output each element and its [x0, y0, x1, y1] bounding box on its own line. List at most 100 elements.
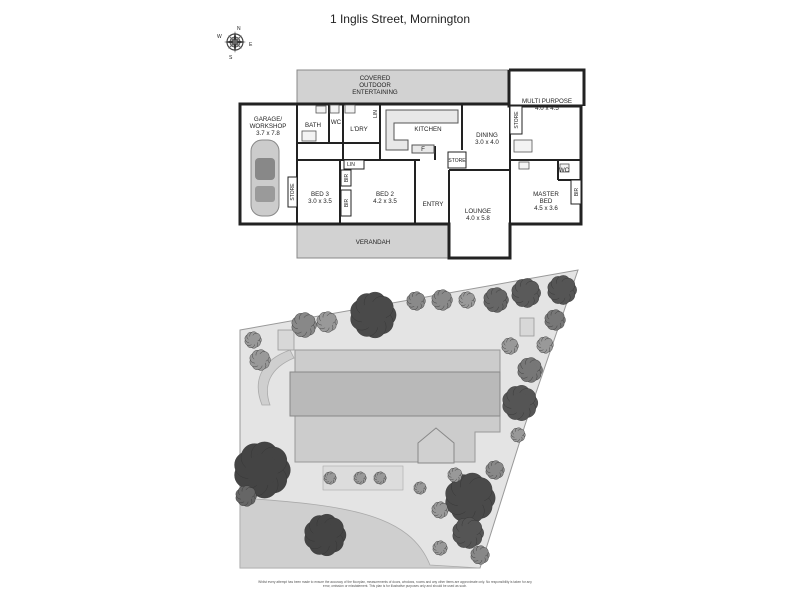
- lounge-line-2: 4.0 x 5.8: [466, 215, 490, 222]
- multi-store-label: STORE: [514, 111, 520, 129]
- bir-label-2: BIR: [344, 198, 350, 207]
- dining-line-1: DINING: [476, 132, 498, 139]
- bed2-line-1: BED 2: [376, 191, 394, 198]
- tree-icon: [470, 545, 490, 565]
- room-labels: COVERED OUTDOOR ENTERTAINING GARAGE/ WOR…: [250, 75, 572, 246]
- compass-north: N: [237, 26, 241, 32]
- master-vanity: [518, 161, 530, 170]
- tree-icon: [547, 275, 577, 305]
- entry-store-label: STORE: [448, 158, 466, 164]
- kitchen-bench: [385, 109, 459, 151]
- bed3-line-1: BED 3: [311, 191, 329, 198]
- roof-ridge: [289, 371, 501, 417]
- tree-icon: [452, 517, 484, 549]
- tree-icon: [431, 501, 449, 519]
- disclaimer: Whilst every attempt has been made to en…: [258, 580, 532, 588]
- bir-label-3: BIR: [574, 187, 580, 196]
- tree-icon: [511, 278, 541, 308]
- bath-label: BATH: [305, 122, 321, 129]
- tree-icon: [447, 467, 463, 483]
- master-line-3: 4.5 x 3.6: [534, 205, 558, 212]
- compass-west: W: [217, 34, 222, 40]
- covered-line-1: COVERED: [360, 75, 391, 82]
- vertical-labels: STORE STORE BIR BIR BIR LIN: [290, 110, 580, 207]
- tree-icon: [406, 291, 426, 311]
- garage-line-1: GARAGE/: [254, 116, 282, 123]
- car-icon: [250, 139, 280, 217]
- laundry-fixture: [344, 104, 356, 114]
- tree-icon: [517, 357, 543, 383]
- compass-icon: N E S W: [217, 26, 253, 61]
- covered-outdoor-area: [296, 69, 510, 105]
- tree-icon: [502, 385, 539, 421]
- toilet-fixture: [329, 104, 340, 114]
- fridge-label: F: [421, 146, 425, 153]
- master-line-1: MASTER: [533, 191, 559, 198]
- shed: [519, 317, 535, 337]
- tree-icon: [234, 441, 291, 499]
- bir-label-1: BIR: [344, 173, 350, 182]
- lin-label-vert: LIN: [373, 110, 379, 118]
- covered-line-2: OUTDOOR: [359, 82, 391, 89]
- master-line-2: BED: [540, 198, 553, 205]
- tree-icon: [432, 540, 448, 556]
- tree-icon: [431, 289, 453, 311]
- tree-icon: [235, 485, 257, 507]
- kitchen-label: KITCHEN: [414, 126, 441, 133]
- tree-icon: [244, 331, 262, 349]
- tree-icon: [458, 291, 476, 309]
- compass-south: S: [229, 55, 233, 61]
- site-plan: [234, 269, 579, 569]
- garage-line-3: 3.7 x 7.8: [256, 130, 280, 137]
- garage-line-2: WORKSHOP: [250, 123, 287, 130]
- tree-icon: [544, 309, 566, 331]
- interior-walls: [296, 104, 581, 224]
- dining-line-2: 3.0 x 4.0: [475, 139, 499, 146]
- garage-store-box: [287, 176, 298, 208]
- ldry-label: L'DRY: [350, 126, 368, 133]
- multi-line-2: 4.0 x 4.5: [535, 105, 559, 112]
- lin-label-h: LIN: [347, 162, 355, 168]
- tree-icon: [304, 513, 347, 557]
- master-toilet: [559, 163, 570, 173]
- bed2-line-2: 4.2 x 3.5: [373, 198, 397, 205]
- tree-icon: [353, 471, 367, 485]
- bir-box-1: [340, 169, 352, 187]
- porch-roof: [417, 427, 455, 464]
- tree-icon: [350, 291, 397, 339]
- driveway: [239, 497, 481, 569]
- entry-store-box: [447, 151, 467, 169]
- bed3-line-2: 3.0 x 3.5: [308, 198, 332, 205]
- garage-store-label: STORE: [290, 183, 296, 201]
- lounge-line-1: LOUNGE: [465, 208, 491, 215]
- tree-icon: [536, 336, 554, 354]
- covered-line-3: ENTERTAINING: [352, 89, 398, 96]
- tree-icon: [291, 312, 317, 338]
- tree-icon: [323, 471, 337, 485]
- wc-label: WC: [331, 119, 342, 126]
- tree-icon: [485, 460, 505, 480]
- bath-fixture: [301, 130, 317, 142]
- shed-2: [277, 329, 295, 351]
- shower-fixture: [513, 139, 533, 153]
- tree-icon: [316, 311, 338, 333]
- verandah-label: VERANDAH: [356, 239, 390, 246]
- tree-icon: [501, 337, 519, 355]
- tree-icon: [510, 427, 526, 443]
- compass-east: E: [249, 42, 253, 48]
- small-labels: STORE LIN: [347, 158, 466, 168]
- floor-plan: COVERED OUTDOOR ENTERTAINING GARAGE/ WOR…: [238, 68, 586, 260]
- trees: [234, 275, 577, 565]
- kitchen-island: [411, 144, 435, 154]
- multi-purpose-walls: [507, 68, 586, 106]
- multi-store-box: [509, 105, 523, 135]
- tree-icon: [483, 287, 509, 313]
- page-title: 1 Inglis Street, Mornington: [329, 12, 471, 26]
- bir-box-2: [340, 189, 352, 217]
- tree-icon: [413, 481, 427, 495]
- wc2-label: WC: [559, 167, 570, 174]
- tree-icon: [373, 471, 387, 485]
- multi-line-1: MULTI PURPOSE: [522, 98, 572, 105]
- bir-box-3: [570, 179, 582, 205]
